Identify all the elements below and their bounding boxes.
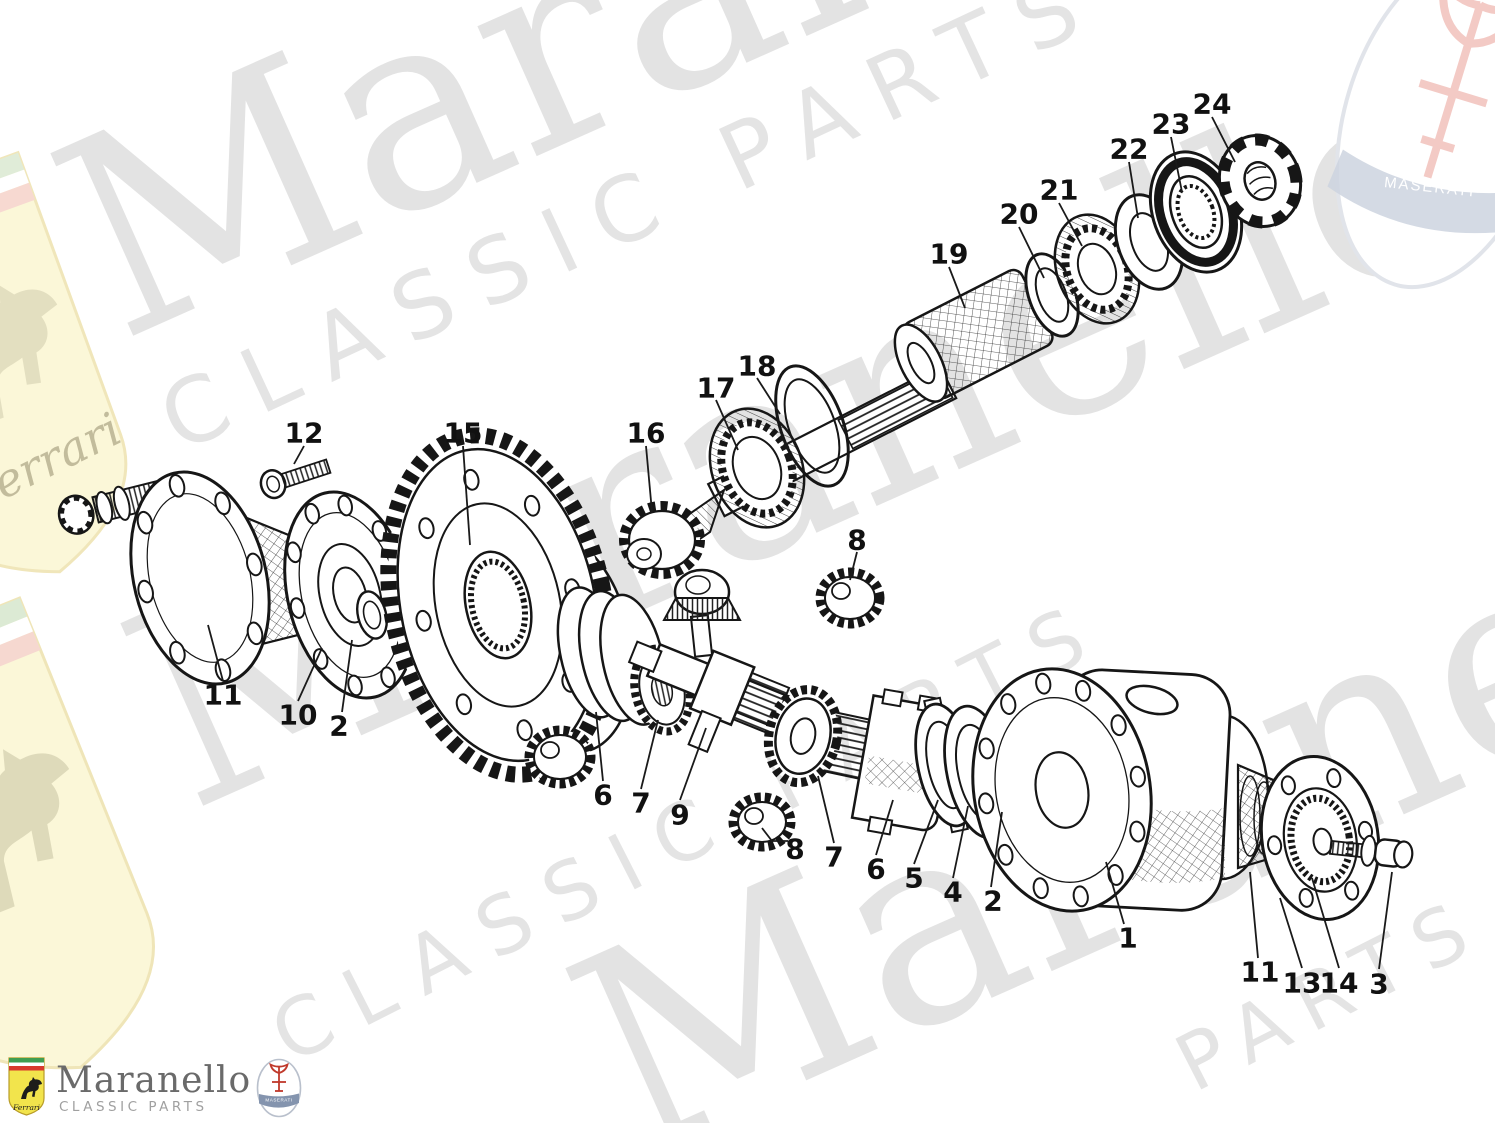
part-label-11b: 11 [1240, 955, 1280, 989]
part-label-3: 3 [1369, 967, 1389, 1001]
part-label-6b: 6 [866, 852, 886, 886]
part-label-10: 10 [278, 698, 318, 732]
castellated-nut-24 [1217, 133, 1303, 229]
part-label-18: 18 [737, 349, 777, 383]
svg-text:Ferrari: Ferrari [12, 1103, 40, 1112]
part-label-7: 7 [631, 786, 651, 820]
part-label-21: 21 [1039, 173, 1079, 207]
part-label-14: 14 [1319, 966, 1359, 1000]
part-label-2: 2 [983, 884, 1003, 918]
spider-gear-small [524, 725, 596, 789]
part-label-17: 17 [696, 371, 736, 405]
differential-assembly [57, 427, 1414, 921]
part-label-11: 11 [203, 678, 243, 712]
part-label-4: 4 [943, 875, 963, 909]
part-label-5: 5 [904, 861, 924, 895]
maserati-oval-logo: MASERATI [256, 1058, 302, 1118]
spider-cross-9 [627, 568, 801, 754]
pinion-shaft-assembly [619, 133, 1303, 579]
shim-ring-18 [774, 364, 850, 488]
spider-gear-8-lower [728, 792, 796, 852]
part-label-7b: 7 [824, 840, 844, 874]
footer-brand-name: Maranello [56, 1060, 252, 1101]
differential-housing-1 [971, 667, 1307, 913]
part-label-22: 22 [1109, 132, 1149, 166]
crown-wheel-15 [380, 427, 616, 783]
footer-brand-subtitle: CLASSIC PARTS [59, 1099, 208, 1115]
part-label-20: 20 [999, 197, 1039, 231]
bevel-pinion-16 [619, 487, 726, 579]
part-label-15: 15 [443, 416, 483, 450]
svg-text:MASERATI: MASERATI [265, 1098, 292, 1103]
part-label-1: 1 [1118, 921, 1138, 955]
drive-flange-10 [283, 490, 417, 700]
part-label-16: 16 [626, 416, 666, 450]
spacer-2-left [356, 590, 388, 640]
leader-lines [207, 116, 1393, 970]
bolt-12 [259, 458, 332, 500]
axle-flange-right-13 [1259, 755, 1381, 921]
spider-gear-8-upper [815, 567, 885, 629]
ferrari-shield-logo: Ferrari [8, 1057, 45, 1117]
part-label-9: 9 [670, 798, 690, 832]
part-label-12: 12 [284, 416, 324, 450]
part-label-24: 24 [1192, 87, 1232, 121]
part-label-2b: 2 [329, 709, 349, 743]
part-label-8b: 8 [785, 832, 805, 866]
part-label-8: 8 [847, 523, 867, 557]
part-label-23: 23 [1151, 107, 1191, 141]
bolt-3 [1328, 834, 1414, 869]
part-label-19: 19 [929, 237, 969, 271]
part-label-6: 6 [593, 778, 613, 812]
part-label-13: 13 [1282, 966, 1322, 1000]
